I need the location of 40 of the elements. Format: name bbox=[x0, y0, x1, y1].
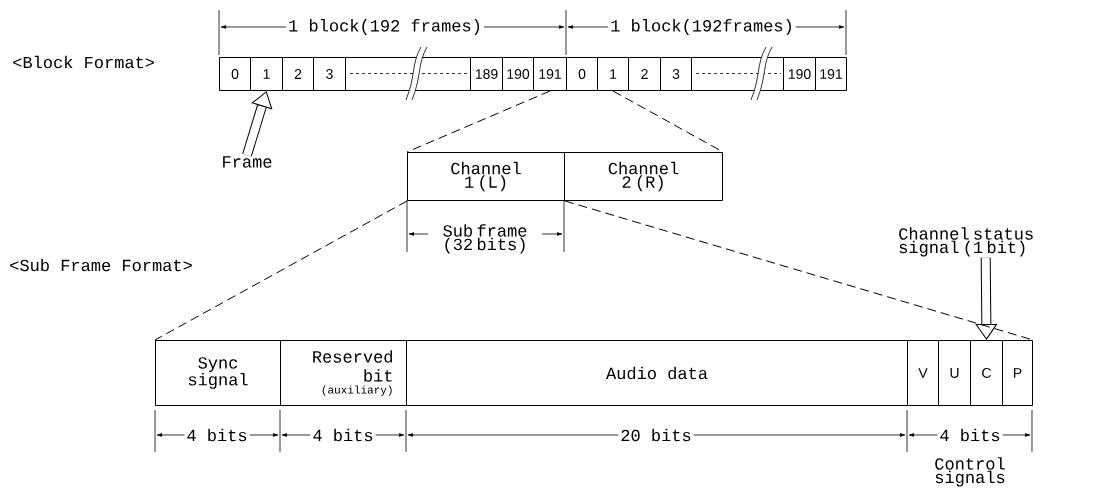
cell: 2 bbox=[628, 57, 661, 91]
zoom-line bbox=[154, 200, 408, 341]
cell: U bbox=[938, 340, 971, 406]
callout-text: Frame bbox=[223, 156, 272, 168]
dashed-cell bbox=[691, 46, 784, 101]
cell: P bbox=[1002, 340, 1033, 406]
callout-text: Channel status signal (1 bit) bbox=[899, 227, 1033, 257]
dashed-cell bbox=[345, 46, 471, 101]
cell: 191 bbox=[533, 57, 567, 91]
cell: Channel 1 (L) bbox=[407, 152, 565, 201]
cell: 189 bbox=[470, 57, 503, 91]
cell: 3 bbox=[313, 57, 346, 91]
dimension-caption: Control signals bbox=[935, 457, 1005, 487]
cell: V bbox=[907, 340, 939, 406]
cell: Reserved bit (auxiliary) bbox=[280, 340, 407, 406]
dimension-label: 4 bits bbox=[310, 426, 376, 444]
section-heading: <Block Format> bbox=[13, 55, 155, 69]
dimension-label: 1 block(192 frames) bbox=[286, 17, 484, 37]
dimension-label: 1 block(192frames) bbox=[608, 17, 796, 37]
cell: 1 bbox=[250, 57, 283, 91]
dimension-label: 20 bits bbox=[618, 426, 694, 444]
cell: 190 bbox=[502, 57, 534, 91]
cell: 3 bbox=[660, 57, 692, 91]
cell: Sync signal bbox=[155, 340, 281, 406]
hollow-arrow bbox=[975, 257, 997, 340]
hollow-arrow bbox=[242, 91, 273, 157]
zoom-line bbox=[406, 90, 551, 153]
cell: Channel 2 (R) bbox=[564, 152, 723, 201]
cell: 0 bbox=[566, 57, 598, 91]
cell: 190 bbox=[783, 57, 816, 91]
cell: C bbox=[970, 340, 1003, 406]
cell: 2 bbox=[282, 57, 314, 91]
cell: 1 bbox=[597, 57, 629, 91]
dimension-label: 4 bits bbox=[184, 426, 250, 444]
dimension-label: 4 bits bbox=[937, 426, 1003, 444]
cell: Audio data bbox=[406, 340, 908, 406]
dimension-label: Sub frame (32 bits) bbox=[428, 222, 542, 256]
section-heading: <Sub Frame Format> bbox=[10, 258, 192, 272]
cell: 191 bbox=[815, 57, 847, 91]
cell: 0 bbox=[219, 57, 251, 91]
